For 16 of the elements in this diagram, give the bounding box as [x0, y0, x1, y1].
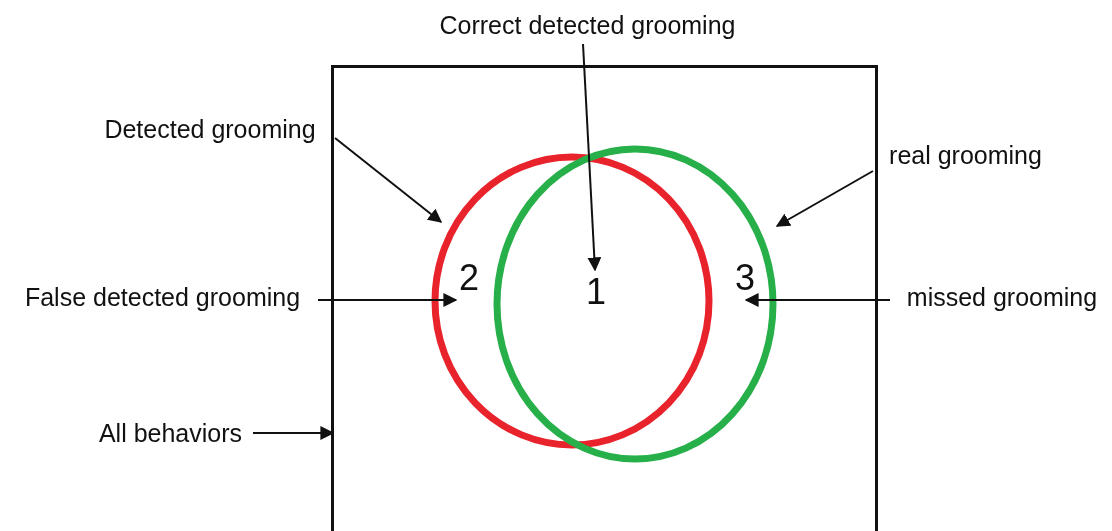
venn-circle — [431, 153, 713, 449]
leader-arrow — [334, 137, 443, 223]
leader-arrow — [582, 43, 602, 272]
callout-label: All behaviors — [88, 418, 253, 452]
venn-circle — [493, 145, 777, 463]
callout-label: Correct detected grooming — [420, 10, 755, 44]
leader-arrow — [317, 293, 458, 307]
region-number: 3 — [732, 258, 758, 298]
callout-label: Detected grooming — [90, 114, 330, 148]
leader-arrow — [744, 293, 891, 307]
callout-label: missed grooming — [896, 282, 1108, 316]
leader-arrow — [775, 170, 874, 227]
region-number: 2 — [456, 258, 482, 298]
callout-label: False detected grooming — [10, 282, 315, 316]
region-number: 1 — [581, 272, 611, 312]
callout-label: real grooming — [878, 140, 1053, 174]
